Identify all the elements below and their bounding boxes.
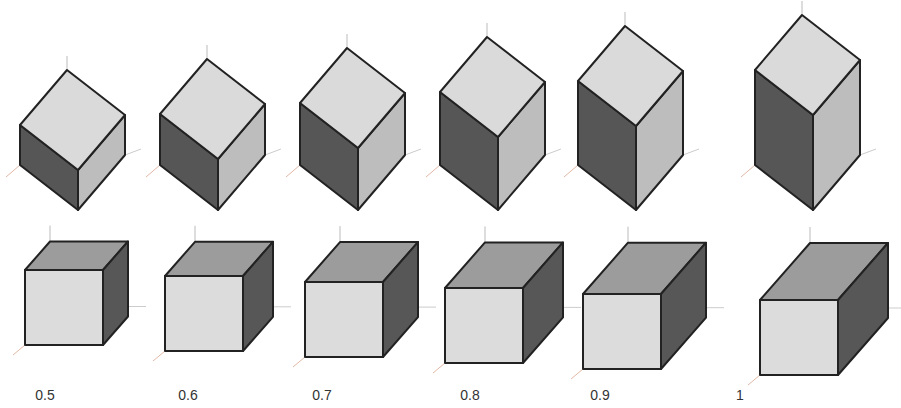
scale-value: 0.7 xyxy=(312,387,331,403)
axis-line xyxy=(706,307,724,308)
rotated-cube xyxy=(286,34,421,210)
axis-line xyxy=(125,149,141,155)
cube-right-face xyxy=(661,243,706,369)
cube-front-face xyxy=(25,270,103,345)
oblique-cube xyxy=(748,227,901,385)
axis-line xyxy=(418,307,436,308)
cube-right-face xyxy=(383,242,418,357)
axis-line xyxy=(67,56,68,70)
axis-line xyxy=(545,149,561,155)
scale-value: 1 xyxy=(736,387,744,403)
oblique-cube xyxy=(153,226,291,361)
axis-line xyxy=(802,1,803,15)
axis-line xyxy=(265,149,281,155)
oblique-cube xyxy=(293,226,436,367)
cube-right-face xyxy=(838,243,888,375)
axis-line xyxy=(13,345,25,355)
axis-line xyxy=(286,165,300,177)
axis-line xyxy=(340,226,341,242)
axis-line xyxy=(433,363,445,373)
scale-value: 0.9 xyxy=(590,387,609,403)
axis-line xyxy=(146,165,160,177)
axis-line xyxy=(426,165,440,177)
axis-line xyxy=(625,12,626,26)
scale-value: 0.6 xyxy=(178,387,197,403)
cube-top-face xyxy=(755,15,860,115)
oblique-cube xyxy=(571,227,724,379)
cube-front-face xyxy=(165,276,243,351)
rotated-cube xyxy=(6,56,141,210)
axis-line xyxy=(207,45,208,59)
cube-front-face xyxy=(583,294,661,369)
axis-line xyxy=(888,308,901,309)
oblique-cube xyxy=(13,226,146,356)
axis-line xyxy=(741,165,755,177)
axis-line xyxy=(6,165,20,177)
axis-line xyxy=(683,149,699,155)
cube-top-face xyxy=(300,48,405,148)
axis-line xyxy=(50,226,51,242)
scale-value: 0.8 xyxy=(460,387,479,403)
cube-top-face xyxy=(440,37,545,137)
axis-line xyxy=(128,306,146,307)
cube-top-face xyxy=(20,70,125,170)
axis-line xyxy=(860,149,876,155)
axis-line xyxy=(810,227,811,243)
axis-line xyxy=(153,351,165,361)
cube-top-face xyxy=(160,59,265,159)
axis-line xyxy=(405,149,421,155)
axis-line xyxy=(571,369,583,379)
rotated-cube xyxy=(426,23,561,210)
axis-line xyxy=(563,307,581,308)
axis-line xyxy=(273,306,291,307)
axis-line xyxy=(195,226,196,242)
axis-line xyxy=(347,34,348,48)
cube-front-face xyxy=(445,288,523,363)
rotated-cube xyxy=(741,1,876,210)
rotated-cube xyxy=(146,45,281,210)
cube-front-face xyxy=(305,282,383,357)
cube-right-face xyxy=(243,242,273,351)
oblique-cube xyxy=(433,226,581,373)
axis-line xyxy=(628,227,629,243)
cube-front-face xyxy=(760,300,838,375)
cube-right-face xyxy=(523,242,563,363)
axis-line xyxy=(748,375,760,385)
axis-line xyxy=(485,226,486,242)
axis-line xyxy=(564,165,578,177)
axis-line xyxy=(487,23,488,37)
cube-right-face xyxy=(103,242,128,346)
cube-top-face xyxy=(578,26,683,126)
axis-line xyxy=(293,357,305,367)
rotated-cube xyxy=(564,12,699,210)
scale-value: 0.5 xyxy=(35,387,54,403)
